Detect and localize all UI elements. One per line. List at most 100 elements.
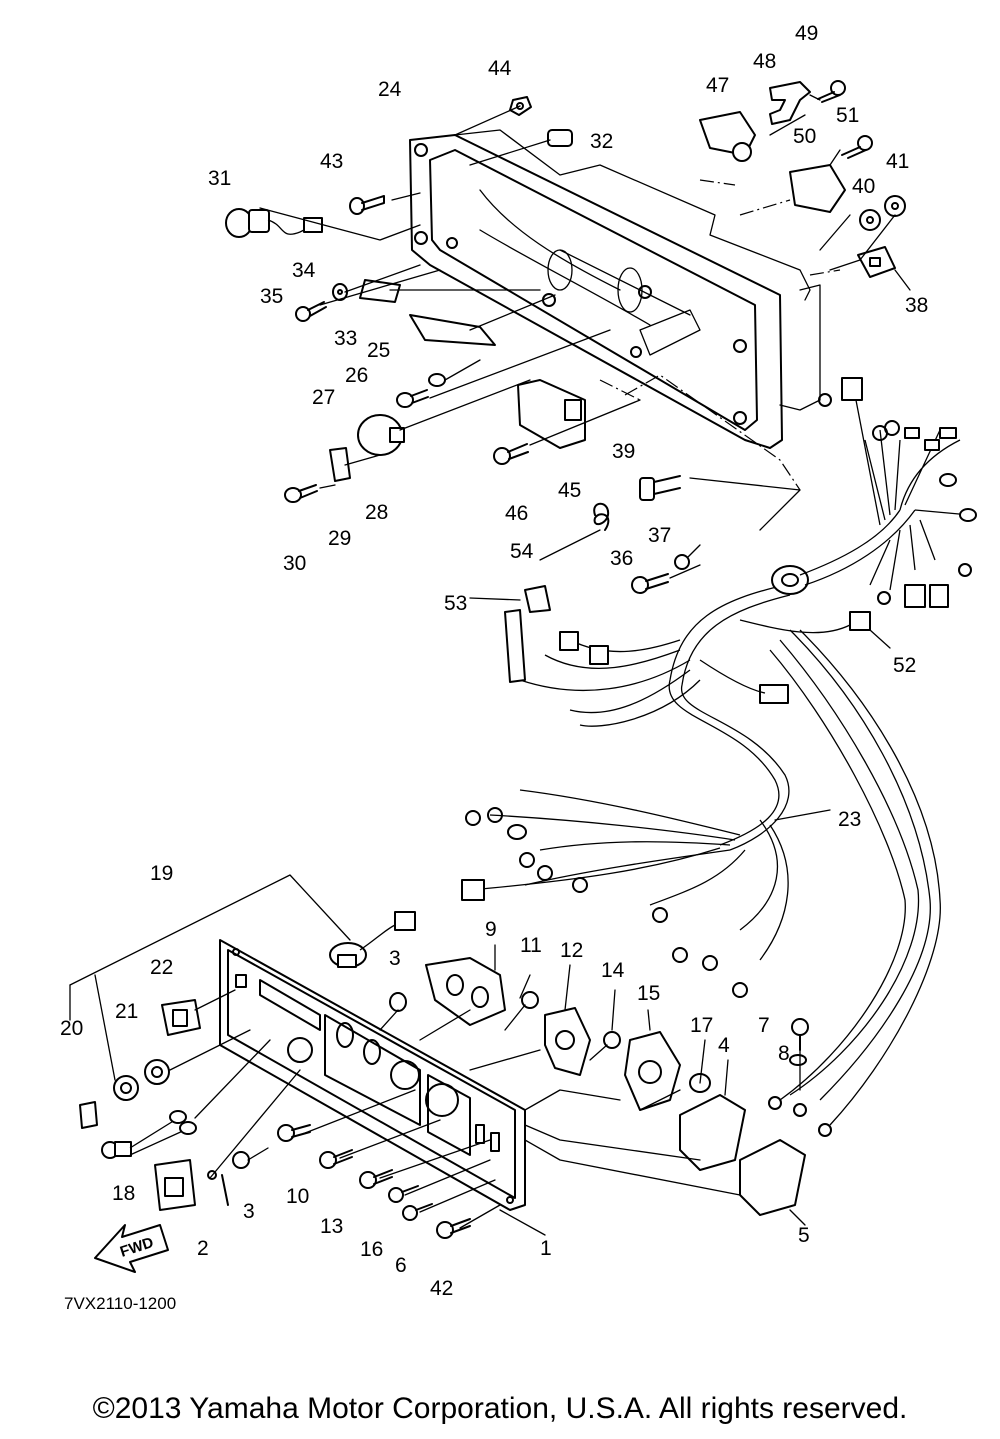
- callout-2: 2: [197, 1237, 209, 1260]
- callout-52: 52: [893, 654, 916, 677]
- callout-1: 1: [540, 1237, 552, 1260]
- meter-2: [154, 1159, 229, 1211]
- callout-36: 36: [610, 547, 633, 570]
- connector-53: [524, 585, 551, 613]
- callout-15: 15: [637, 982, 660, 1005]
- callout-51: 51: [836, 104, 859, 127]
- callout-47: 47: [706, 74, 729, 97]
- callout-39: 39: [612, 440, 635, 463]
- callout-17: 17: [690, 1014, 713, 1037]
- plate-29: [329, 447, 351, 482]
- callout-31: 31: [208, 167, 231, 190]
- washer-34: [332, 283, 348, 301]
- callout-13: 13: [320, 1215, 343, 1238]
- washer-26: [428, 373, 446, 387]
- receptacle-12: [544, 1007, 591, 1076]
- callout-4: 4: [718, 1034, 730, 1057]
- wire-harness-23: [461, 377, 977, 1137]
- screw-49: [817, 80, 846, 103]
- pad-25: [409, 314, 496, 346]
- callout-10: 10: [286, 1185, 309, 1208]
- screw-43: [349, 195, 385, 215]
- grommet-40: [859, 209, 881, 231]
- bracket-48: [769, 81, 811, 125]
- callout-6: 6: [395, 1254, 407, 1277]
- callout-42: 42: [430, 1277, 453, 1300]
- callout-50: 50: [793, 125, 816, 148]
- callout-49: 49: [795, 22, 818, 45]
- callout-44: 44: [488, 57, 512, 80]
- washer-37: [674, 554, 690, 570]
- copyright-notice: ©2013 Yamaha Motor Corporation, U.S.A. A…: [92, 1392, 908, 1425]
- callout-28: 28: [365, 501, 388, 524]
- breaker-4: [679, 1094, 746, 1171]
- callout-19: 19: [150, 862, 173, 885]
- callout-14: 14: [601, 959, 625, 982]
- receptacle-9: [425, 957, 506, 1026]
- nut-3-upper: [389, 992, 407, 1012]
- callout-54: 54: [510, 540, 534, 563]
- clip-54: [593, 502, 610, 531]
- callout-8: 8: [778, 1042, 790, 1065]
- callout-41: 41: [886, 150, 909, 173]
- buzzer-28: [357, 414, 405, 456]
- screw-46: [493, 443, 529, 465]
- switch-22: [161, 999, 201, 1036]
- leader-lines: [69, 94, 911, 1236]
- screw-36: [631, 573, 669, 594]
- indicator-19: [329, 911, 416, 968]
- callout-16: 16: [360, 1238, 383, 1261]
- callout-9: 9: [485, 918, 497, 941]
- callout-33: 33: [334, 327, 357, 350]
- switch-45: [517, 379, 586, 449]
- nut-14: [603, 1031, 621, 1049]
- callout-29: 29: [328, 527, 351, 550]
- callout-32: 32: [590, 130, 613, 153]
- callout-22: 22: [150, 956, 173, 979]
- bolt-39: [639, 475, 681, 501]
- screw-35: [295, 301, 327, 322]
- nut-41: [884, 195, 906, 217]
- switch-31: [225, 208, 323, 238]
- screw-51: [841, 135, 873, 159]
- callout-5: 5: [798, 1224, 810, 1247]
- callout-7: 7: [758, 1014, 770, 1037]
- connector-38: [857, 246, 896, 278]
- washer-8: [789, 1054, 807, 1066]
- callout-34: 34: [292, 259, 316, 282]
- callout-24: 24: [378, 78, 402, 101]
- drawing-code: 7VX2110-1200: [64, 1294, 176, 1313]
- callout-18: 18: [112, 1182, 135, 1205]
- callout-11: 11: [520, 934, 542, 957]
- relay-47: [699, 111, 756, 162]
- screw-30: [284, 484, 318, 503]
- callout-43: 43: [320, 150, 343, 173]
- nut-3-lower: [232, 1151, 250, 1169]
- control-panel-1: [219, 939, 526, 1211]
- callout-3-upper: 3: [389, 947, 401, 970]
- receptacle-15: [624, 1031, 681, 1111]
- callout-23: 23: [838, 808, 861, 831]
- callout-46: 46: [505, 502, 528, 525]
- callout-3-lower: 3: [243, 1200, 255, 1223]
- callout-21: 21: [115, 1000, 138, 1023]
- cover-20: [79, 1101, 98, 1129]
- relay-50: [789, 164, 846, 213]
- nut-21: [144, 1059, 170, 1085]
- breaker-5: [739, 1139, 806, 1216]
- callout-53: 53: [444, 592, 467, 615]
- callout-48: 48: [753, 50, 776, 73]
- callout-38: 38: [905, 294, 928, 317]
- callout-37: 37: [648, 524, 671, 547]
- nut-32: [547, 129, 573, 147]
- pad-33: [359, 279, 401, 303]
- callout-40: 40: [852, 175, 875, 198]
- callout-20: 20: [60, 1017, 83, 1040]
- callout-26: 26: [345, 364, 368, 387]
- nut-11: [521, 991, 539, 1009]
- callout-labels: 1 2 3 3 4 5 6 7 8 9 11 12 14 15 16 17 18…: [60, 22, 928, 1313]
- callout-12: 12: [560, 939, 583, 962]
- screw-27: [396, 389, 429, 408]
- panel-screws: [277, 1124, 471, 1239]
